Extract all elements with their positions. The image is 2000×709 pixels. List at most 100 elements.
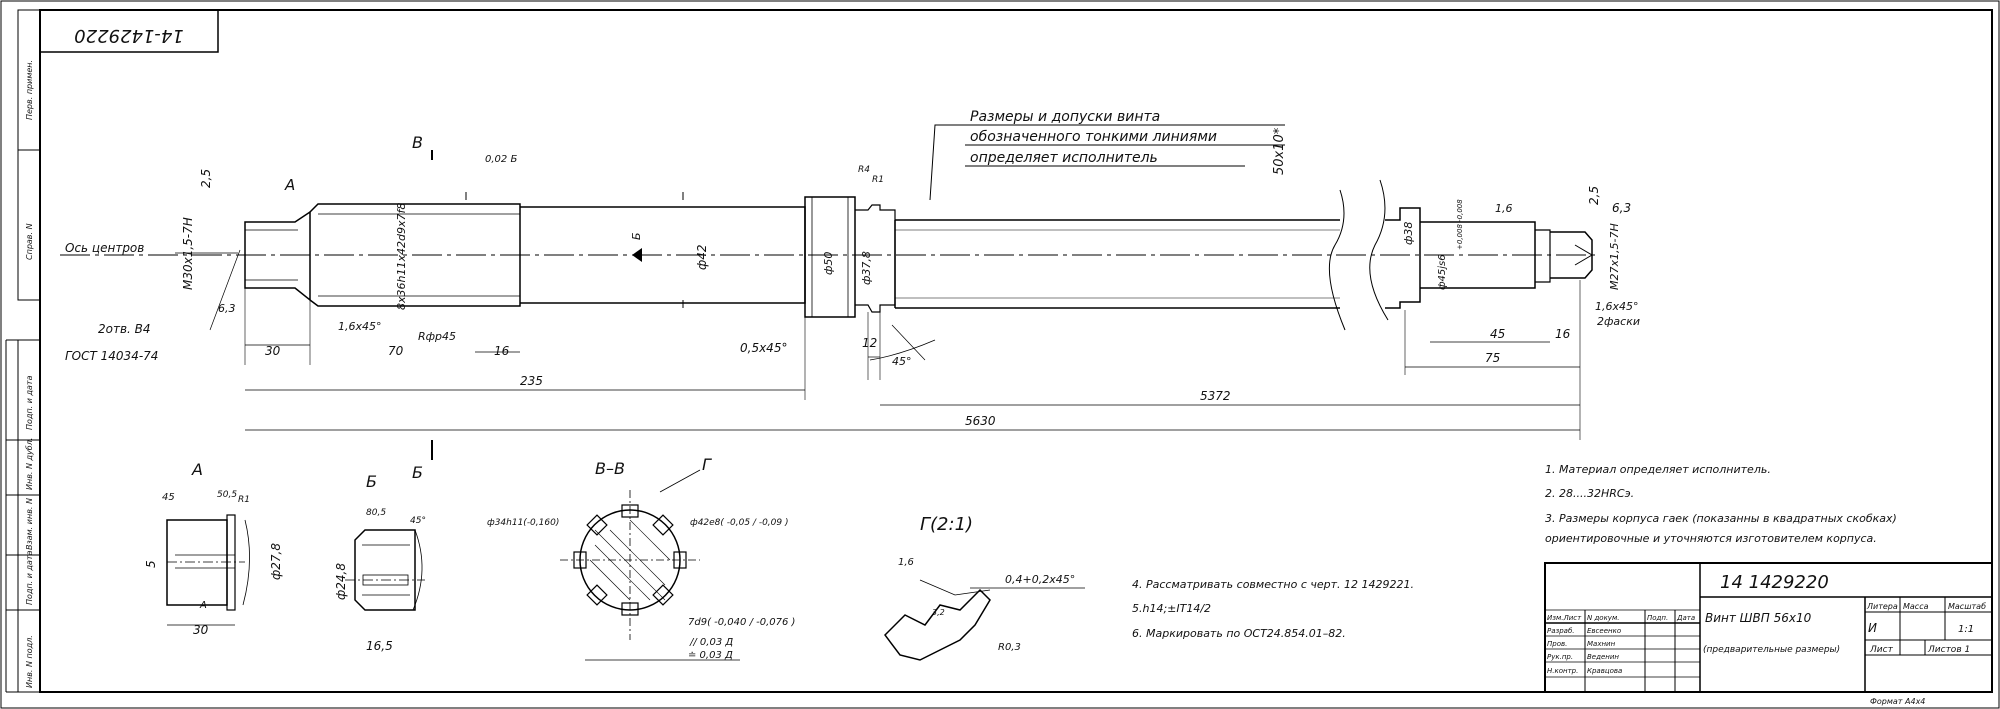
right-groove <box>1535 229 1551 283</box>
callout-line-1: Размеры и допуски винта <box>970 109 1160 125</box>
detail-chamfer: 0,4+0,2х45° <box>1005 573 1075 586</box>
right-6-3: 6,3 <box>1612 201 1631 215</box>
dia-37-8: ф37,8 <box>860 251 873 285</box>
tol-top: 0,02 Б <box>485 154 517 165</box>
chamfer-05: 0,5х45° <box>740 341 787 355</box>
view-a-50-5: 50,5 <box>217 490 237 500</box>
rfr-label: Rфр45 <box>418 330 456 343</box>
dim-235: 235 <box>520 374 543 388</box>
note-1: 1. Материал определяет исполнитель. <box>1545 463 1771 476</box>
callout-line-2: обозначенного тонкими линиями <box>970 129 1217 145</box>
tb-row4-name: Кравцова <box>1587 667 1622 675</box>
label-v: В <box>412 133 423 152</box>
dim-70: 70 <box>388 344 404 358</box>
gost-label: ГОСТ 14034-74 <box>65 349 158 363</box>
stamp-number: 14-1429220 <box>74 25 184 46</box>
side-label-7: Инв. N подл. <box>25 635 34 688</box>
dim-30: 30 <box>265 344 281 358</box>
right-journal <box>1420 221 1536 289</box>
tb-row1-name: Евсеенко <box>1587 627 1621 635</box>
right-chamfer-2: 2фаски <box>1597 315 1640 328</box>
lit-value: И <box>1868 621 1877 635</box>
col-scale: Масштаб <box>1948 602 1986 611</box>
tb-row3-role: Рук.пр. <box>1547 653 1573 661</box>
callout-line-3: определяет исполнитель <box>970 150 1158 166</box>
side-column-top <box>17 9 41 301</box>
tb-row0-sign: Подп. <box>1647 614 1668 622</box>
part-name: Винт ШВП 56х10 <box>1705 611 1812 625</box>
spline-section <box>309 203 521 307</box>
right-thread: М27х1,5-7Н <box>1608 223 1621 290</box>
right-2-5: 2,5 <box>1587 186 1601 205</box>
r1-label: R1 <box>872 175 884 185</box>
right-tol: +0,008 -0,008 <box>1456 199 1464 250</box>
title-block <box>1544 562 1993 693</box>
right-shoulder <box>1385 207 1421 309</box>
view-b-45: 45° <box>410 516 426 526</box>
detail-g <box>884 579 1085 661</box>
side-label-6: Подп. и дата <box>25 550 34 605</box>
view-a-title: А <box>191 460 203 479</box>
section-left-label: ф34h11(-0,160) <box>487 518 559 528</box>
dia-50: ф50 <box>822 252 835 275</box>
part-sub: (предварительные размеры) <box>1703 645 1840 655</box>
right-chamfer: 1,6х45° <box>1595 300 1639 313</box>
note-4: 4. Рассматривать совместно с черт. 12 14… <box>1132 578 1414 591</box>
tb-row3-name: Веденин <box>1587 653 1619 661</box>
break-line-2 <box>1369 179 1389 321</box>
format-label: Формат А4х4 <box>1870 697 1925 706</box>
axis-label: Ось центров <box>65 241 144 255</box>
doc-number: 14 1429220 <box>1720 572 1829 593</box>
dia-42: ф42 <box>695 244 709 270</box>
section-vv-title: В–В <box>595 459 625 478</box>
side-column-bottom <box>17 339 41 693</box>
side-label-5: Взам. инв. N <box>25 498 34 550</box>
tb-row2-name: Махнин <box>1587 640 1616 648</box>
marker-b: Б <box>630 232 643 240</box>
dim-75: 75 <box>1485 351 1500 365</box>
sheets-label: Листов 1 <box>1927 645 1970 655</box>
side-label-4: Инв. N дубл. <box>25 438 34 490</box>
callout-g: Г <box>702 455 712 474</box>
note-2: 2. 28....32HRCэ. <box>1545 487 1634 500</box>
side-label-1: Перв. примен. <box>25 60 34 120</box>
view-a-5: 5 <box>144 560 158 568</box>
datum-b-marker <box>632 248 642 262</box>
left-thread-end <box>244 210 311 302</box>
roughness-6-3: 6,3 <box>218 302 236 315</box>
note-3a: 3. Размеры корпуса гаек (показанны в ква… <box>1545 512 1897 525</box>
angle-45: 45° <box>892 355 912 368</box>
detail-r: R0,3 <box>998 642 1021 653</box>
thread-left: М30х1,5-7Н <box>181 217 195 290</box>
dim-45: 45 <box>1490 327 1505 341</box>
section-vv <box>560 469 740 661</box>
dim-16-r: 16 <box>1555 327 1571 341</box>
tb-row2-role: Пров. <box>1547 640 1567 648</box>
holes-label: 2отв. В4 <box>98 322 151 336</box>
view-b-16-5: 16,5 <box>366 639 393 653</box>
section-right-label: ф42e8( -0,05 / -0,09 ) <box>690 518 788 528</box>
view-b-title: Б <box>366 472 377 491</box>
view-b-dia: ф24,8 <box>334 563 348 600</box>
tb-row1-role: Разраб. <box>1547 627 1575 635</box>
tb-row4-role: Н.контр. <box>1547 667 1578 675</box>
detail-g-title: Г(2:1) <box>920 514 973 535</box>
scale-value: 1:1 <box>1958 624 1974 635</box>
label-a: А <box>284 176 295 194</box>
note-6: 6. Маркировать по ОСТ24.854.01–82. <box>1132 627 1346 640</box>
sheet-label: Лист <box>1869 645 1894 655</box>
dim-12: 12 <box>862 336 877 350</box>
callout-leader <box>929 124 965 201</box>
col-lit: Литера <box>1866 602 1898 611</box>
chamfer-1: 1,6х45° <box>338 320 382 333</box>
spline-label: 8х36h11х42d9х7f8 <box>395 203 408 310</box>
tb-row0-role: Изм.Лист <box>1547 614 1582 622</box>
view-b <box>345 529 425 611</box>
detail-r2: 3,2 <box>932 608 945 617</box>
dim-2-5-left: 2,5 <box>199 169 213 188</box>
view-a-30: 30 <box>193 623 209 637</box>
view-b-80-5: 80,5 <box>366 508 386 518</box>
note-3b: ориентировочные и уточняются изготовител… <box>1545 532 1877 545</box>
